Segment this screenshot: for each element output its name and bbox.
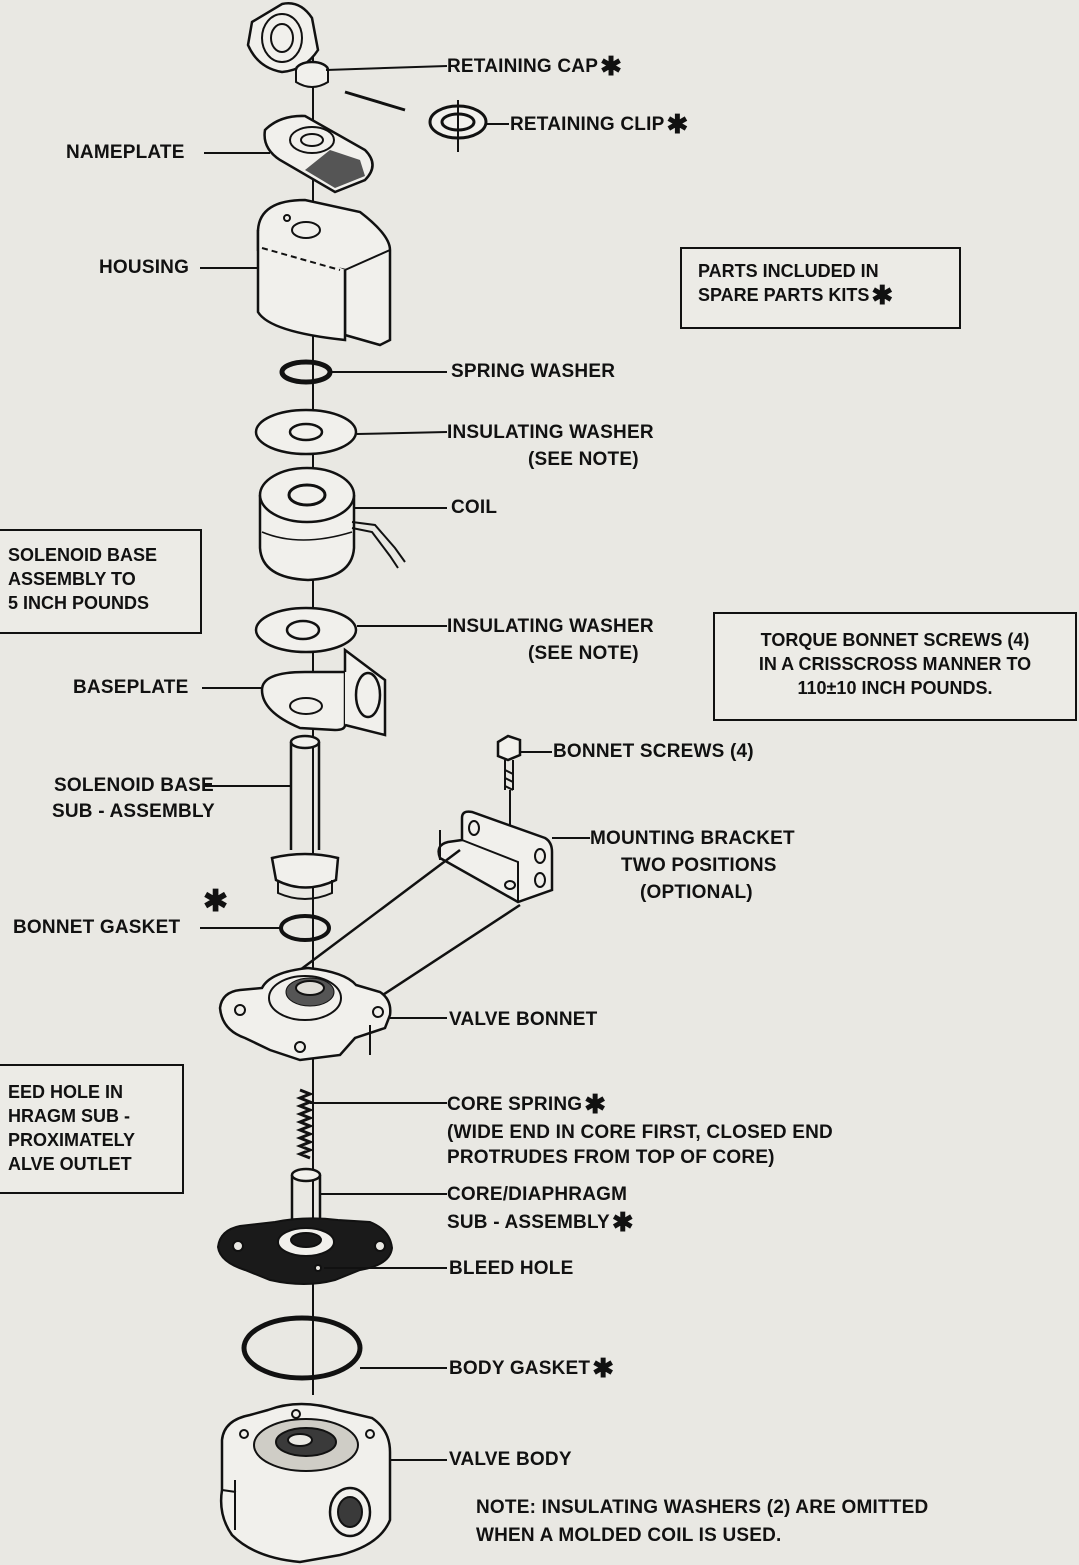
asterisk-icon: ✱ xyxy=(611,1207,634,1237)
insulating-washer-1-part xyxy=(254,408,358,456)
mounting-bracket-label-2: TWO POSITIONS xyxy=(621,855,777,876)
retaining-cap-part xyxy=(246,2,330,88)
spare-parts-line-1: PARTS INCLUDED IN xyxy=(698,261,879,281)
insulating-washer-1-label: INSULATING WASHER xyxy=(447,422,654,443)
asterisk-icon: ✱ xyxy=(600,51,623,81)
asterisk-icon: ✱ xyxy=(584,1089,607,1119)
torque-line-3: 110±10 INCH POUNDS. xyxy=(797,678,993,698)
core-spring-note-2: PROTRUDES FROM TOP OF CORE) xyxy=(447,1147,775,1168)
torque-line-2: IN A CRISSCROSS MANNER TO xyxy=(758,654,1032,674)
insulating-washer-2-note: (SEE NOTE) xyxy=(528,643,639,664)
solenoid-base-label-2: SUB - ASSEMBLY xyxy=(52,801,215,822)
solenoid-torque-line-2: ASSEMBLY TO xyxy=(8,569,136,589)
bonnet-screws-label: BONNET SCREWS (4) xyxy=(553,741,754,762)
insulating-washer-1-note: (SEE NOTE) xyxy=(528,449,639,470)
torque-bonnet-box: TORQUE BONNET SCREWS (4) IN A CRISSCROSS… xyxy=(713,612,1077,721)
asterisk-icon: ✱ xyxy=(203,885,229,918)
asterisk-icon: ✱ xyxy=(592,1353,615,1383)
coil-part xyxy=(258,466,406,582)
body-gasket-label: BODY GASKET✱ xyxy=(449,1353,615,1383)
retaining-clip-part xyxy=(428,100,488,152)
bleed-hole-box: EED HOLE IN HRAGM SUB - PROXIMATELY ALVE… xyxy=(0,1064,184,1194)
core-spring-label: CORE SPRING✱ xyxy=(447,1089,607,1119)
body-gasket-part xyxy=(241,1315,363,1381)
torque-line-1: TORQUE BONNET SCREWS (4) xyxy=(760,630,1030,650)
bonnet-gasket-part xyxy=(279,914,331,942)
bleed-hole-line-2: HRAGM SUB - xyxy=(8,1106,130,1126)
valve-bonnet-part xyxy=(218,966,392,1062)
core-spring-note-1: (WIDE END IN CORE FIRST, CLOSED END xyxy=(447,1122,833,1143)
note-line-1: NOTE: INSULATING WASHERS (2) ARE OMITTED xyxy=(476,1497,929,1518)
solenoid-torque-line-1: SOLENOID BASE xyxy=(8,545,158,565)
core-diaphragm-label-1: CORE/DIAPHRAGM xyxy=(447,1184,628,1205)
asterisk-icon: ✱ xyxy=(666,109,689,139)
mounting-bracket-label-1: MOUNTING BRACKET xyxy=(590,828,795,849)
spring-washer-part xyxy=(279,359,333,385)
insulating-washer-2-label: INSULATING WASHER xyxy=(447,616,654,637)
bleed-hole-line-1: EED HOLE IN xyxy=(8,1082,124,1102)
baseplate-label: BASEPLATE xyxy=(73,677,189,698)
spare-parts-box: PARTS INCLUDED IN SPARE PARTS KITS✱ xyxy=(680,247,961,329)
retaining-clip-label: RETAINING CLIP✱ xyxy=(510,109,689,139)
valve-bonnet-label: VALVE BONNET xyxy=(449,1009,598,1030)
coil-label: COIL xyxy=(451,497,498,518)
insulating-washer-2-part xyxy=(254,606,358,654)
note-line-2: WHEN A MOLDED COIL IS USED. xyxy=(476,1525,782,1546)
nameplate-part xyxy=(263,114,374,194)
solenoid-base-part xyxy=(270,734,340,900)
core-diaphragm-label-2: SUB - ASSEMBLY✱ xyxy=(447,1207,634,1237)
mounting-bracket-part xyxy=(299,810,554,1002)
core-spring-part xyxy=(295,1088,315,1160)
bleed-hole-line-3: PROXIMATELY xyxy=(8,1130,136,1150)
housing-label: HOUSING xyxy=(99,257,190,278)
housing-part xyxy=(256,198,392,347)
valve-body-part xyxy=(219,1402,392,1564)
retaining-cap-label: RETAINING CAP✱ xyxy=(447,51,623,81)
spare-parts-line-2: SPARE PARTS KITS✱ xyxy=(698,280,894,310)
valve-body-label: VALVE BODY xyxy=(449,1449,572,1470)
asterisk-icon: ✱ xyxy=(871,280,894,310)
nameplate-label: NAMEPLATE xyxy=(66,142,185,163)
spring-washer-label: SPRING WASHER xyxy=(451,361,616,382)
core-diaphragm-part xyxy=(216,1167,394,1285)
bleed-hole-line-4: ALVE OUTLET xyxy=(8,1154,132,1174)
bleed-hole-label: BLEED HOLE xyxy=(449,1258,574,1279)
solenoid-torque-box: SOLENOID BASE ASSEMBLY TO 5 INCH POUNDS xyxy=(0,529,202,634)
baseplate-part xyxy=(260,647,387,737)
mounting-bracket-label-3: (OPTIONAL) xyxy=(640,882,753,903)
solenoid-torque-line-3: 5 INCH POUNDS xyxy=(8,593,150,613)
bonnet-gasket-star: ✱ xyxy=(203,887,228,917)
solenoid-base-label-1: SOLENOID BASE xyxy=(54,775,214,796)
bonnet-gasket-label: BONNET GASKET xyxy=(13,917,181,938)
